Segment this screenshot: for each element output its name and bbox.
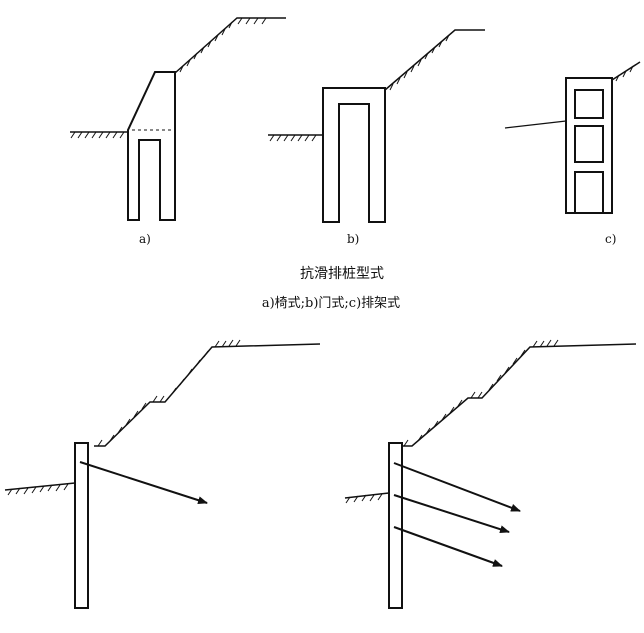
right-anchor-top	[393, 462, 521, 512]
figure-c-frame-pile	[504, 61, 641, 214]
figure-a-chair-pile	[70, 17, 286, 221]
figure-anchored-pile-triple	[344, 339, 637, 609]
figure-c-cell-top	[574, 89, 604, 119]
right-hatch	[345, 339, 559, 504]
figure-a-pile-outline	[127, 71, 176, 221]
figure-b-label: b)	[347, 232, 359, 246]
right-pile	[388, 442, 403, 609]
figure-c-cell-middle	[574, 125, 604, 163]
left-pile	[74, 442, 89, 609]
figure-a-hillside	[174, 17, 286, 74]
left-ground-surface	[4, 482, 76, 491]
left-anchor	[79, 461, 208, 505]
figure-b-hillside	[384, 29, 485, 91]
left-hatch	[7, 339, 241, 496]
caption-subtitle: a)椅式;b)门式;c)排架式	[261, 296, 401, 311]
figure-b-portal-pile	[268, 29, 485, 223]
right-ground-surface	[344, 492, 390, 499]
left-hillside	[94, 343, 321, 447]
figure-c-cell-bottom	[574, 171, 604, 213]
figure-anchored-pile-single	[4, 339, 321, 609]
figure-c-hatch	[615, 65, 634, 82]
figure-b-pile-outline	[322, 87, 386, 223]
caption-title: 抗滑排桩型式	[300, 266, 384, 282]
figure-c-label: c)	[605, 232, 616, 246]
figure-a-hatch	[70, 17, 267, 139]
figure-a-label: a)	[139, 232, 151, 246]
right-anchor-bottom	[393, 526, 503, 567]
figure-b-hatch	[269, 34, 450, 142]
right-hillside	[401, 343, 637, 447]
figure-c-slip-line	[504, 120, 567, 129]
figure-c-frame-outline	[565, 77, 613, 214]
right-anchor-middle	[393, 494, 510, 534]
